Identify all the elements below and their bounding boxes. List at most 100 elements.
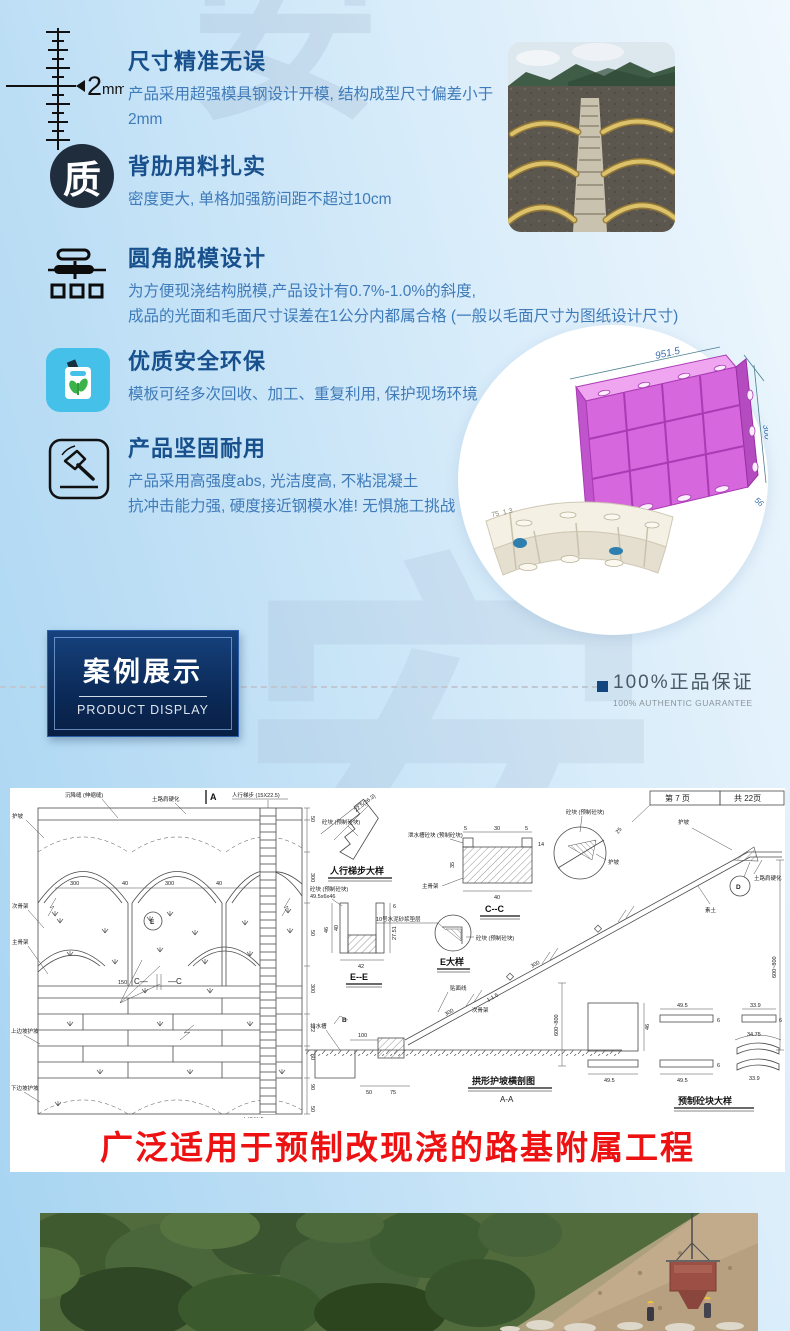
svg-text:土路肩硬化: 土路肩硬化 xyxy=(754,874,782,882)
svg-text:E大样: E大样 xyxy=(440,956,464,967)
feature-ribs: 背肋用料扎实 密度更大, 单格加强筋间距不超过10cm xyxy=(128,149,548,212)
feature-desc: 为方便现浇结构脱模,产品设计有0.7%-1.0%的斜度, 成品的光面和毛面尺寸误… xyxy=(128,279,688,329)
svg-text:6: 6 xyxy=(717,1063,720,1069)
feature-durable: 产品坚固耐用 产品采用高强度abs, 光洁度高, 不粘混凝土 抗冲击能力强, 硬… xyxy=(128,431,648,519)
svg-text:40: 40 xyxy=(334,925,340,931)
svg-text:素土: 素土 xyxy=(705,906,717,914)
svg-text:90: 90 xyxy=(309,1084,315,1090)
svg-text:27.51: 27.51 xyxy=(392,926,398,940)
svg-text:E: E xyxy=(150,919,155,926)
guarantee-block: 100%正品保证 100% AUTHENTIC GUARANTEE xyxy=(597,667,754,708)
svg-text:49.5: 49.5 xyxy=(604,1078,615,1084)
svg-text:砼块 (预制砼块): 砼块 (预制砼块) xyxy=(310,885,348,893)
svg-text:D: D xyxy=(736,884,741,891)
precast-block-details: 46 49.5 49.5 6 49.5 6 33.9 6 34.75 xyxy=(554,982,782,1112)
banner-subtitle: PRODUCT DISPLAY xyxy=(77,703,209,717)
feature-demold: 圆角脱模设计 为方便现浇结构脱模,产品设计有0.7%-1.0%的斜度, 成品的光… xyxy=(128,241,688,329)
svg-text:25: 25 xyxy=(615,827,624,836)
svg-text:共 22页: 共 22页 xyxy=(734,794,761,803)
svg-text:主骨架: 主骨架 xyxy=(12,938,29,946)
svg-text:A: A xyxy=(210,792,217,802)
svg-text:150: 150 xyxy=(118,980,127,986)
svg-text:34.75: 34.75 xyxy=(747,1032,761,1038)
svg-text:拱形护坡横剖图: 拱形护坡横剖图 xyxy=(472,1075,535,1086)
svg-text:14: 14 xyxy=(538,842,544,848)
white-plastic-mold: 75 1 3 xyxy=(485,501,674,576)
quality-badge-icon: 质 xyxy=(50,144,114,208)
svg-text:次骨架: 次骨架 xyxy=(12,902,29,910)
svg-text:土路肩硬化: 土路肩硬化 xyxy=(152,795,180,803)
svg-text:22.5(26.3): 22.5(26.3) xyxy=(354,793,378,813)
feature-desc-line: 产品采用高强度abs, 光洁度高, 不粘混凝土 xyxy=(128,473,419,490)
svg-text:100: 100 xyxy=(358,1033,367,1039)
divider-dashed-line xyxy=(0,686,598,688)
guarantee-square-icon xyxy=(597,681,608,692)
svg-text:6: 6 xyxy=(393,904,396,910)
feature-desc-line: 2mm xyxy=(128,111,163,128)
feature-desc: 产品采用高强度abs, 光洁度高, 不粘混凝土 抗冲击能力强, 硬度接近钢模水准… xyxy=(128,469,648,519)
site-photo-slope-formwork xyxy=(508,42,675,232)
svg-text:46: 46 xyxy=(324,927,330,933)
svg-text:排水槽: 排水槽 xyxy=(310,1022,327,1030)
feature-precision: 尺寸精准无误 产品采用超强模具钢设计开模, 结构成型尺寸偏差小于 2mm xyxy=(128,44,500,132)
feature-eco: 优质安全环保 模板可经多次回收、加工、重复利用, 保护现场环境 xyxy=(128,344,608,407)
svg-text:600~800: 600~800 xyxy=(772,956,778,978)
svg-text:1:1.5: 1:1.5 xyxy=(486,993,500,1004)
svg-text:C--C: C--C xyxy=(485,904,504,914)
svg-text:mm: mm xyxy=(102,81,124,98)
svg-text:40: 40 xyxy=(216,881,222,887)
hammer-icon xyxy=(48,438,110,505)
magenta-formwork-panel: 951.5 300 56 xyxy=(569,345,773,525)
elevation-view: 300 40 300 40 150 xyxy=(11,790,315,1124)
feature-desc: 模板可经多次回收、加工、重复利用, 保护现场环境 xyxy=(128,386,478,403)
grass-symbols xyxy=(51,907,294,1107)
svg-text:300: 300 xyxy=(309,984,315,993)
feature-desc-line: 产品采用超强模具钢设计开模, 结构成型尺寸偏差小于 xyxy=(128,86,494,103)
svg-text:300: 300 xyxy=(761,424,768,440)
svg-text:上边坡护坡: 上边坡护坡 xyxy=(11,1027,39,1035)
feature-title: 尺寸精准无误 xyxy=(128,49,267,74)
svg-text:30: 30 xyxy=(494,826,500,832)
svg-text:33.9: 33.9 xyxy=(750,1003,761,1009)
banner-title: 案例展示 xyxy=(83,657,203,687)
feature-title: 背肋用料扎实 xyxy=(128,154,267,179)
site-photo-hillside xyxy=(40,1213,758,1331)
e-detail-circle: 10号水泥砂浆垫层 砼块 (预制砼块) E大样 xyxy=(376,914,514,973)
guarantee-subtitle: 100% AUTHENTIC GUARANTEE xyxy=(613,698,753,708)
svg-text:49.5: 49.5 xyxy=(677,1078,688,1084)
svg-text:6: 6 xyxy=(779,1018,782,1024)
svg-text:49.5: 49.5 xyxy=(677,1003,688,1009)
svg-text:护坡: 护坡 xyxy=(608,858,620,866)
svg-text:49.5x6x46: 49.5x6x46 xyxy=(310,894,335,900)
slogan-banner: 广泛适用于预制改现浇的路基附属工程 xyxy=(100,1129,695,1166)
badge-char: 质 xyxy=(62,159,101,202)
mold-3d-render: 951.5 300 56 75 1 3 xyxy=(458,325,773,635)
svg-text:300: 300 xyxy=(165,881,174,887)
svg-text:33.9: 33.9 xyxy=(749,1076,760,1082)
ruler-2mm-icon: 2 mm xyxy=(6,22,127,159)
svg-text:75 1 3: 75 1 3 xyxy=(491,508,513,519)
svg-text:泄水槽砼块 (预制砼块): 泄水槽砼块 (预制砼块) xyxy=(408,831,463,839)
case-display-banner: 案例展示 PRODUCT DISPLAY xyxy=(47,630,239,737)
svg-text:50: 50 xyxy=(309,1106,315,1112)
svg-text:次骨架: 次骨架 xyxy=(472,1006,489,1014)
drawing-page-table: 第 7 页 共 22页 xyxy=(631,790,785,823)
svg-text:砼块 (预制砼块): 砼块 (预制砼块) xyxy=(476,934,514,942)
svg-text:2: 2 xyxy=(87,71,102,101)
formwork-blocks-icon xyxy=(48,248,106,311)
stair-step-detail: 22.5(26.3) 砼块 (预制砼块) 人行梯步大样 xyxy=(320,793,392,882)
svg-text:75: 75 xyxy=(390,1090,396,1096)
svg-text:300: 300 xyxy=(70,881,79,887)
svg-text:46: 46 xyxy=(645,1024,651,1030)
ee-section-detail: 46 40 6 27.51 42 砼块 (预制砼块) 49.5x6x46 E--… xyxy=(310,885,398,988)
svg-text:50: 50 xyxy=(309,816,315,822)
svg-text:60: 60 xyxy=(309,1054,315,1060)
svg-text:人行梯步大样: 人行梯步大样 xyxy=(329,865,384,876)
slope-cross-section: 100 50 75 排水槽 B D xyxy=(305,808,784,1104)
svg-text:预制砼块大样: 预制砼块大样 xyxy=(678,1095,732,1106)
svg-text:A-A: A-A xyxy=(500,1095,514,1104)
svg-text:300: 300 xyxy=(530,960,541,970)
svg-text:35: 35 xyxy=(450,862,456,868)
svg-text:72: 72 xyxy=(309,1026,315,1032)
